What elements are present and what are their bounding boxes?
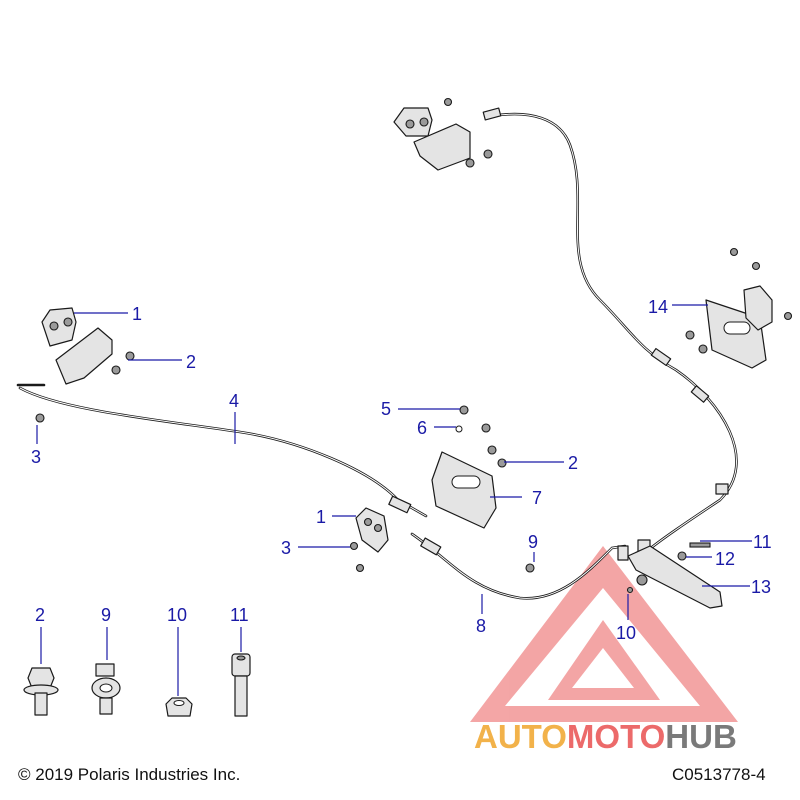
- cable-8: [410, 532, 627, 600]
- legend-label-10: 10: [167, 605, 187, 625]
- clip-nut-icon: [91, 663, 121, 715]
- callout-8: 8: [476, 616, 486, 636]
- part-code-text: C0513778-4: [672, 765, 766, 784]
- callout-3b: 3: [281, 538, 291, 558]
- leader-lines: [36, 304, 752, 620]
- callout-labels: 1 2 3 4 5 6 2 7 1 3 9 8 10 11 12 13 14: [31, 297, 772, 643]
- fastener-legend: 2 9 10 11: [23, 605, 251, 717]
- watermark-part-c: HUB: [665, 718, 737, 755]
- legend-label-11: 11: [230, 605, 249, 625]
- callout-13: 13: [751, 577, 771, 597]
- callout-10a: 10: [616, 623, 636, 643]
- copyright-text: © 2019 Polaris Industries Inc.: [18, 765, 240, 784]
- callout-1b: 1: [316, 507, 326, 527]
- callout-11a: 11: [753, 532, 772, 552]
- callout-5: 5: [381, 399, 391, 419]
- callout-4: 4: [229, 391, 239, 411]
- handle-13: [626, 542, 723, 609]
- legend-label-9: 9: [101, 605, 111, 625]
- callout-2b: 2: [568, 453, 578, 473]
- callout-7: 7: [532, 488, 542, 508]
- callout-6: 6: [417, 418, 427, 438]
- shoulder-bolt-icon: [231, 653, 251, 717]
- watermark-part-a: AUTO: [474, 718, 567, 755]
- nut-icon: [165, 697, 193, 717]
- flange-bolt-icon: [23, 667, 59, 716]
- cable-4: [16, 383, 428, 518]
- callout-12: 12: [715, 549, 735, 569]
- right-latch-assembly: [685, 247, 793, 369]
- legend-label-2: 2: [35, 605, 45, 625]
- center-latch-assembly: [349, 507, 535, 573]
- callout-1a: 1: [132, 304, 142, 324]
- cable-upper: [490, 112, 738, 554]
- callout-9a: 9: [528, 532, 538, 552]
- callout-14: 14: [648, 297, 668, 317]
- watermark-logo: [470, 546, 738, 722]
- bracket-7: [431, 405, 507, 529]
- watermark-text: AUTOMOTOHUB: [474, 718, 737, 755]
- left-latch-assembly: [35, 307, 135, 423]
- watermark-part-b: MOTO: [567, 718, 665, 755]
- callout-3a: 3: [31, 447, 41, 467]
- top-latch-assembly: [393, 97, 493, 171]
- callout-2a: 2: [186, 352, 196, 372]
